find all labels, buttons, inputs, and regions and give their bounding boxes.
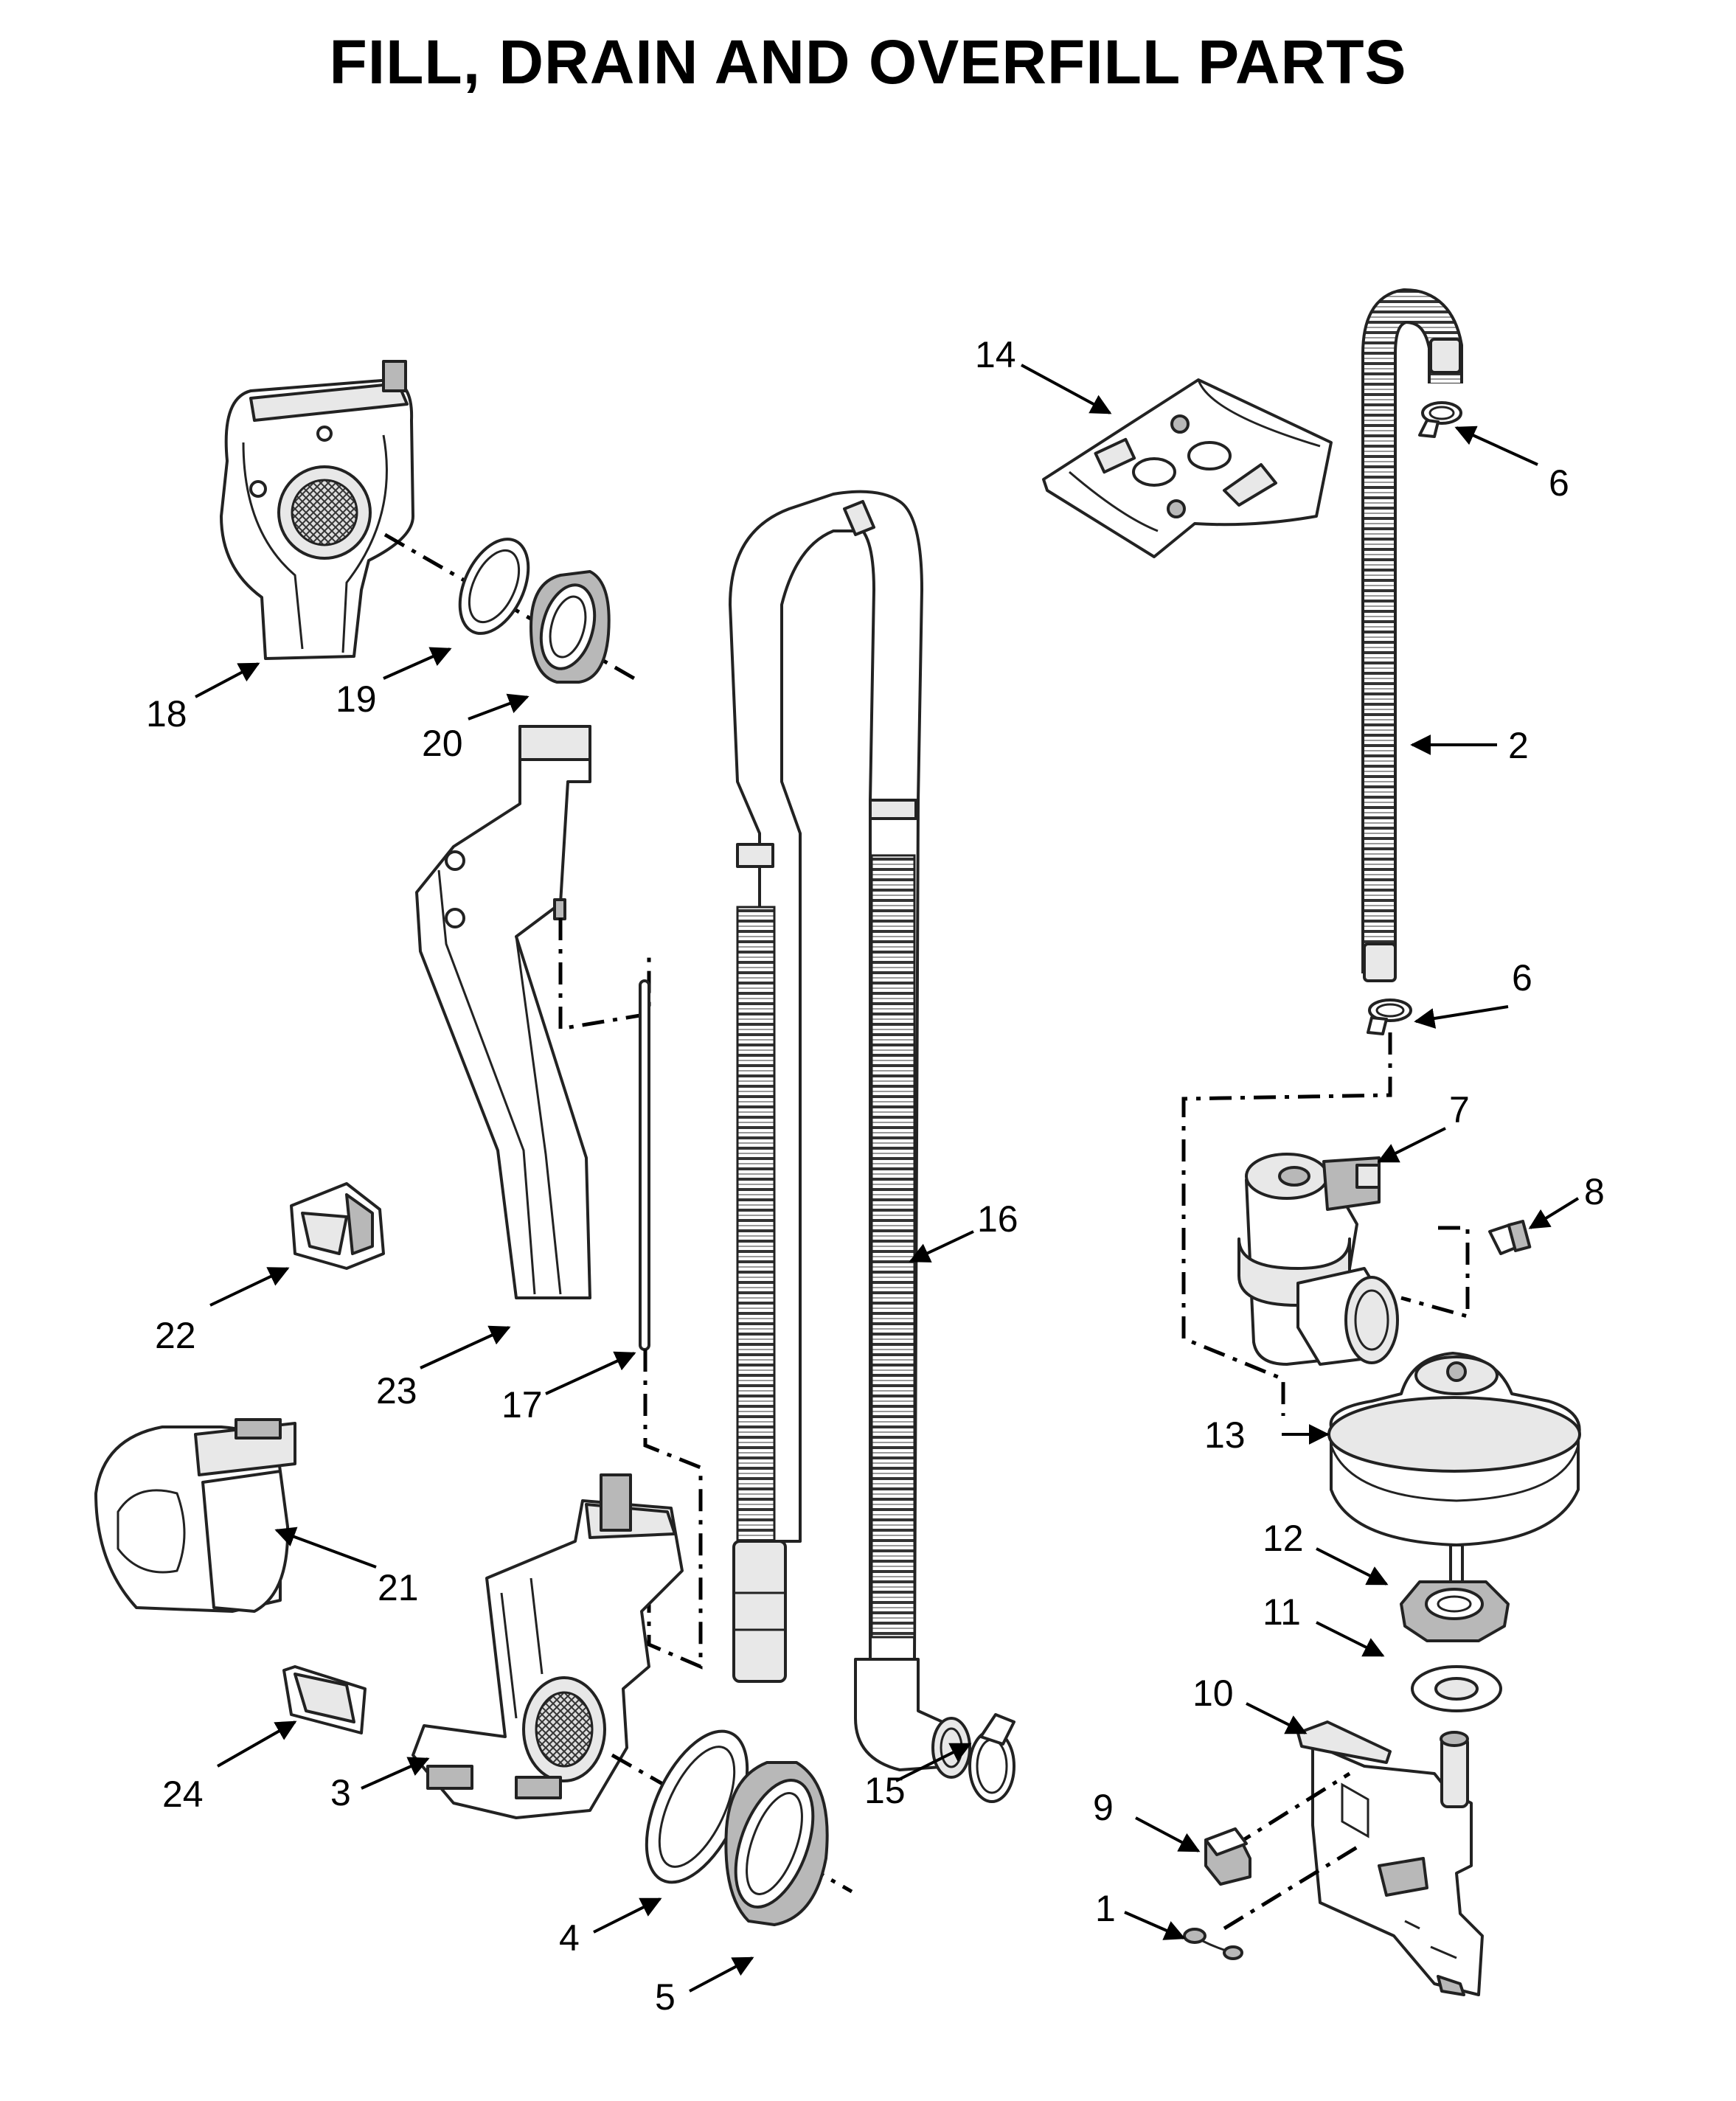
part-16-drain-hose [729,490,971,1779]
callout-16: 16 [977,1198,1018,1240]
callout-18: 18 [146,693,187,735]
callout-2: 2 [1508,725,1529,766]
assembly-line-1-10 [1223,1845,1358,1931]
callout-4: 4 [559,1917,580,1959]
callout-21: 21 [378,1567,419,1608]
assembly-line-17-3 [643,1350,703,1670]
assembly-line-8-7 [1400,1226,1470,1319]
part-6-upper-clamp [1418,401,1462,438]
callout-9: 9 [1093,1787,1114,1828]
assembly-line-23-17 [558,918,651,1031]
part-21-diverter-motor [94,1418,296,1613]
part-23-duct [415,725,591,1299]
callout-6-lower: 6 [1512,957,1532,999]
part-7-water-valve [1237,1153,1399,1366]
part-8-screw [1488,1220,1532,1255]
callout-11: 11 [1263,1591,1301,1633]
callout-7: 7 [1449,1089,1470,1131]
part-3-sump [412,1473,684,1819]
callout-14: 14 [975,334,1016,375]
callout-23: 23 [376,1370,417,1411]
assembly-line-6-7 [1181,1032,1392,1416]
callout-3: 3 [330,1772,351,1813]
callout-24: 24 [162,1774,204,1815]
part-4-gasket [645,1729,749,1884]
callout-1: 1 [1095,1888,1116,1929]
callout-19: 19 [336,678,377,720]
part-9-microswitch [1204,1827,1251,1886]
part-1-wire-harness [1183,1928,1243,1960]
callout-13: 13 [1204,1414,1246,1456]
part-11-washer [1411,1665,1502,1712]
callout-8: 8 [1584,1171,1605,1212]
page-title: FILL, DRAIN AND OVERFILL PARTS [329,27,1407,97]
part-19-gasket [458,538,530,635]
part-12-nut [1400,1580,1510,1642]
part-6-lower-clamp [1367,999,1412,1035]
callout-labels: 1 2 3 4 5 6 6 7 8 9 10 11 12 13 14 15 16… [146,334,1605,2018]
part-24-bracket [282,1665,367,1734]
callout-5: 5 [655,1976,676,2018]
callout-17: 17 [501,1384,543,1425]
part-18-filter-housing [220,360,414,660]
callout-20: 20 [422,723,463,764]
callout-22: 22 [155,1315,196,1356]
callout-15: 15 [864,1770,906,1811]
part-10-overfill-bracket [1296,1720,1484,1996]
callout-6-upper: 6 [1549,462,1569,504]
part-22-clip [290,1182,385,1270]
part-17-rod [639,979,650,1351]
part-13-float [1327,1352,1581,1583]
part-15-hose-clamp [968,1713,1015,1803]
callout-leaders [195,364,1580,1993]
callout-12: 12 [1263,1518,1304,1559]
part-2-fill-hose [1361,288,1463,982]
part-20-nut [530,570,611,684]
callout-10: 10 [1192,1673,1234,1714]
part-5-nut [724,1761,829,1926]
part-14-hardware-bag [1042,378,1333,558]
